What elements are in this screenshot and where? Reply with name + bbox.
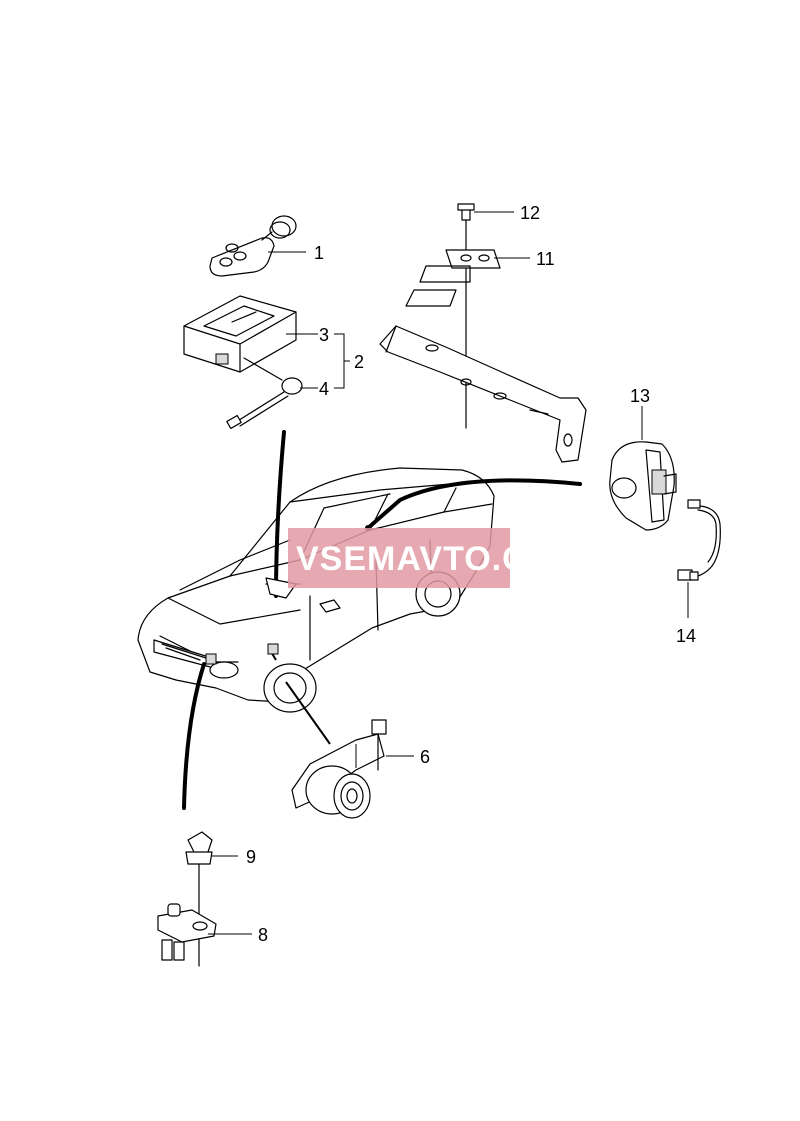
callout-9: 9 (246, 847, 256, 867)
alarm-control-unit-icon (183, 295, 303, 430)
car-illustration (137, 467, 495, 713)
callout-8: 8 (258, 925, 268, 945)
sensor-housing-icon (609, 441, 677, 531)
siren-mount-marker (267, 643, 279, 655)
callout-2: 2 (354, 352, 364, 372)
siren-icon (291, 719, 387, 819)
callout-3: 3 (319, 325, 329, 345)
watermark: VSEMAVTO.COM (288, 528, 584, 588)
link-switch-to-car (182, 662, 206, 810)
switch-mount-marker (205, 653, 217, 665)
callout-1: 1 (314, 243, 324, 263)
link-sensor-to-car (366, 478, 582, 530)
callout-6: 6 (420, 747, 430, 767)
callout-13: 13 (630, 386, 650, 406)
link-unit-to-car (274, 430, 286, 598)
door-switch-icon (157, 831, 217, 967)
callout-4: 4 (319, 379, 329, 399)
remote-key-fob-icon (209, 215, 297, 277)
wiring-harness-icon (677, 499, 721, 581)
callout-12: 12 (520, 203, 540, 223)
callout-11: 11 (536, 249, 555, 269)
callout-14: 14 (676, 626, 696, 646)
watermark-text: VSEMAVTO.COM (296, 540, 584, 578)
bracket-bolt-icon (379, 203, 587, 463)
